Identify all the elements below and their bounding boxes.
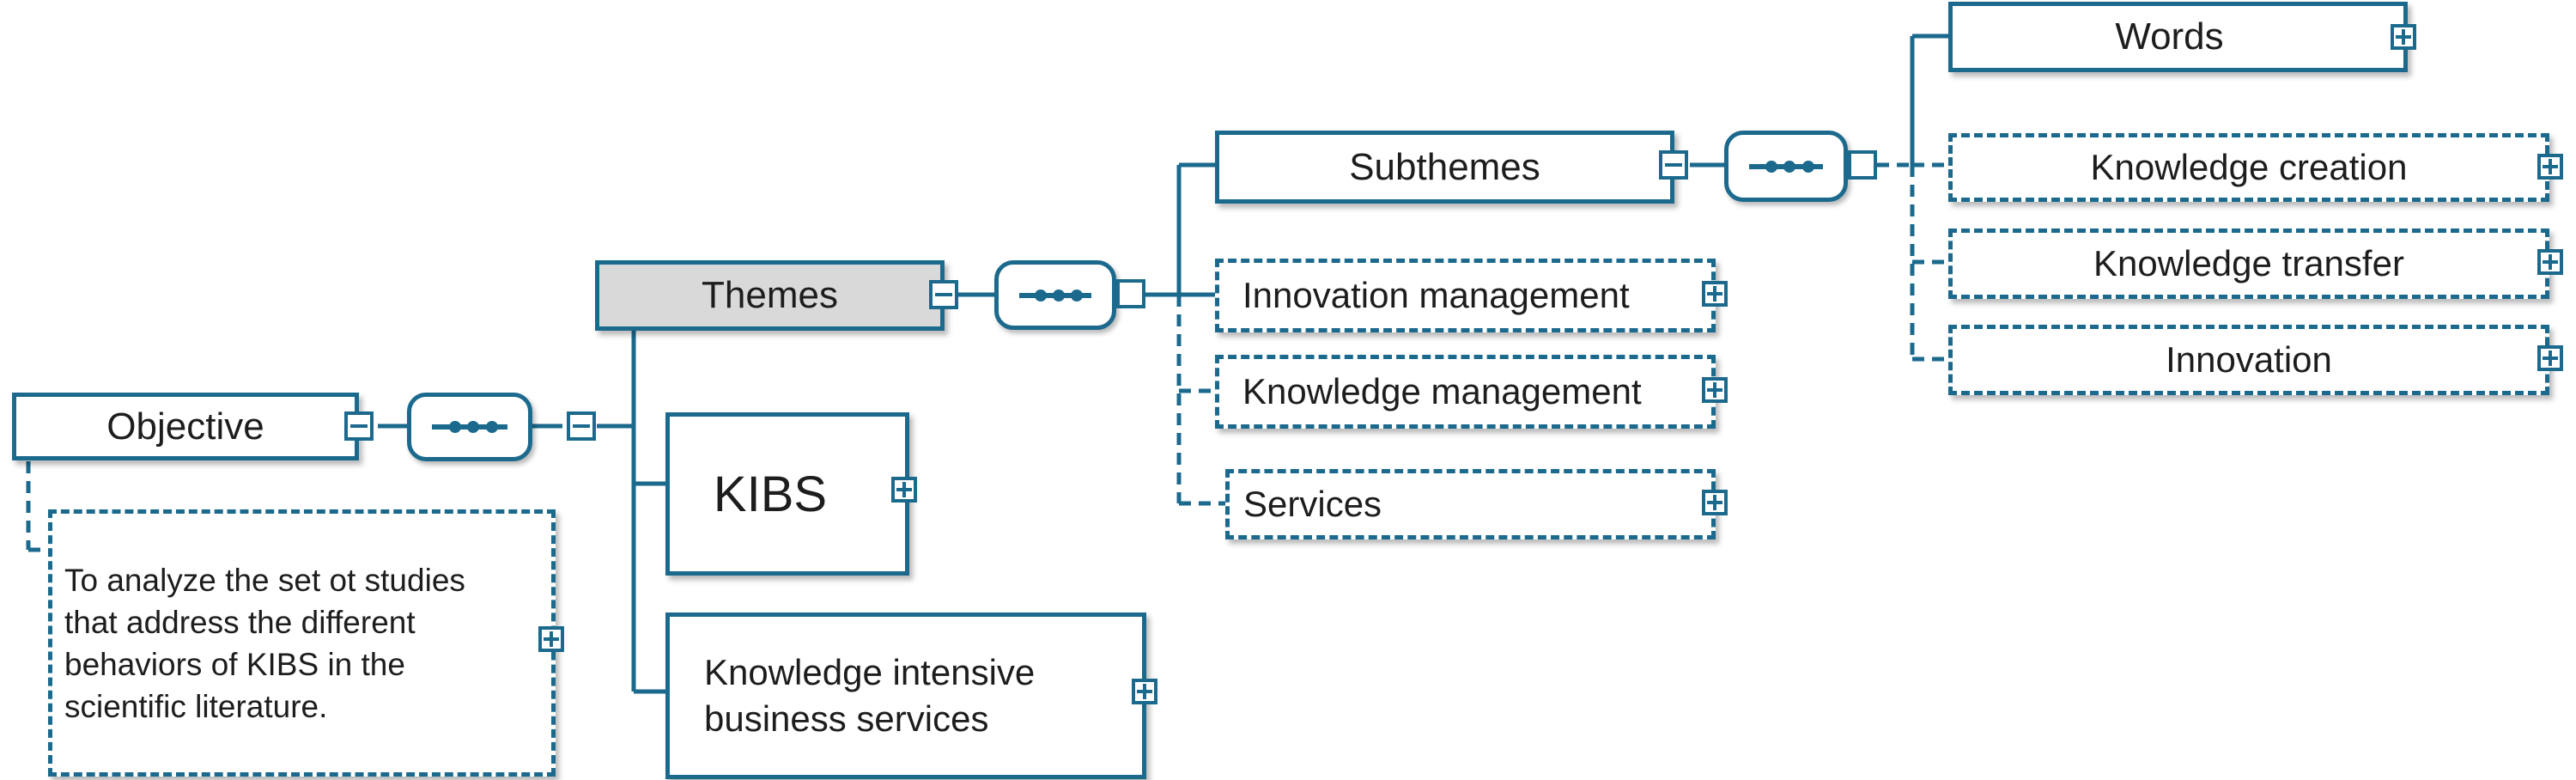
expand-icon[interactable] bbox=[2391, 24, 2416, 50]
innovation-management-label: Innovation management bbox=[1242, 275, 1630, 315]
sequence-box-icon[interactable] bbox=[1116, 279, 1145, 308]
expand-icon[interactable] bbox=[1702, 490, 1728, 515]
kibs-node[interactable]: KIBS bbox=[665, 412, 909, 576]
expand-icon[interactable] bbox=[2537, 154, 2563, 180]
sequence-collapse-icon[interactable] bbox=[567, 411, 596, 441]
knowledge-transfer-node[interactable]: Knowledge transfer bbox=[1948, 229, 2549, 299]
sequence-icon bbox=[994, 260, 1116, 330]
sequence-icon bbox=[407, 393, 532, 461]
knowledge-management-node[interactable]: Knowledge management bbox=[1215, 355, 1716, 429]
knowledge-management-label: Knowledge management bbox=[1242, 371, 1642, 411]
kis-label: Knowledge intensive business services bbox=[704, 652, 1036, 739]
kibs-label: KIBS bbox=[713, 466, 828, 522]
innovation-label: Innovation bbox=[2166, 339, 2332, 380]
expand-icon[interactable] bbox=[891, 477, 917, 503]
expand-icon[interactable] bbox=[1702, 377, 1728, 403]
services-node[interactable]: Services bbox=[1225, 469, 1716, 539]
subthemes-label: Subthemes bbox=[1349, 145, 1540, 188]
expand-icon[interactable] bbox=[2537, 249, 2563, 275]
expand-icon[interactable] bbox=[1132, 679, 1157, 704]
words-node[interactable]: Words bbox=[1948, 2, 2408, 72]
knowledge-creation-node[interactable]: Knowledge creation bbox=[1948, 133, 2549, 202]
objective-node[interactable]: Objective bbox=[12, 393, 359, 460]
sequence-icon bbox=[1724, 131, 1848, 202]
innovation-node[interactable]: Innovation bbox=[1948, 325, 2549, 395]
sequence-box-icon[interactable] bbox=[1848, 150, 1877, 180]
kis-node[interactable]: Knowledge intensive business services bbox=[665, 612, 1146, 779]
words-label: Words bbox=[2115, 15, 2224, 58]
themes-node[interactable]: Themes bbox=[595, 260, 945, 331]
expand-icon[interactable] bbox=[1702, 281, 1728, 307]
expand-icon[interactable] bbox=[538, 626, 564, 652]
themes-collapse-icon[interactable] bbox=[929, 280, 958, 309]
subthemes-node[interactable]: Subthemes bbox=[1215, 131, 1674, 204]
objective-description-text: To analyze the set ot studies that addre… bbox=[64, 562, 465, 724]
innovation-management-node[interactable]: Innovation management bbox=[1215, 259, 1716, 332]
expand-icon[interactable] bbox=[2537, 345, 2563, 371]
objective-description-node[interactable]: To analyze the set ot studies that addre… bbox=[48, 509, 556, 777]
services-label: Services bbox=[1243, 484, 1382, 524]
themes-label: Themes bbox=[702, 274, 838, 316]
objective-collapse-icon[interactable] bbox=[344, 411, 374, 441]
knowledge-transfer-label: Knowledge transfer bbox=[2093, 243, 2404, 283]
objective-label: Objective bbox=[106, 405, 264, 448]
knowledge-creation-label: Knowledge creation bbox=[2090, 147, 2408, 187]
subthemes-collapse-icon[interactable] bbox=[1659, 150, 1688, 180]
